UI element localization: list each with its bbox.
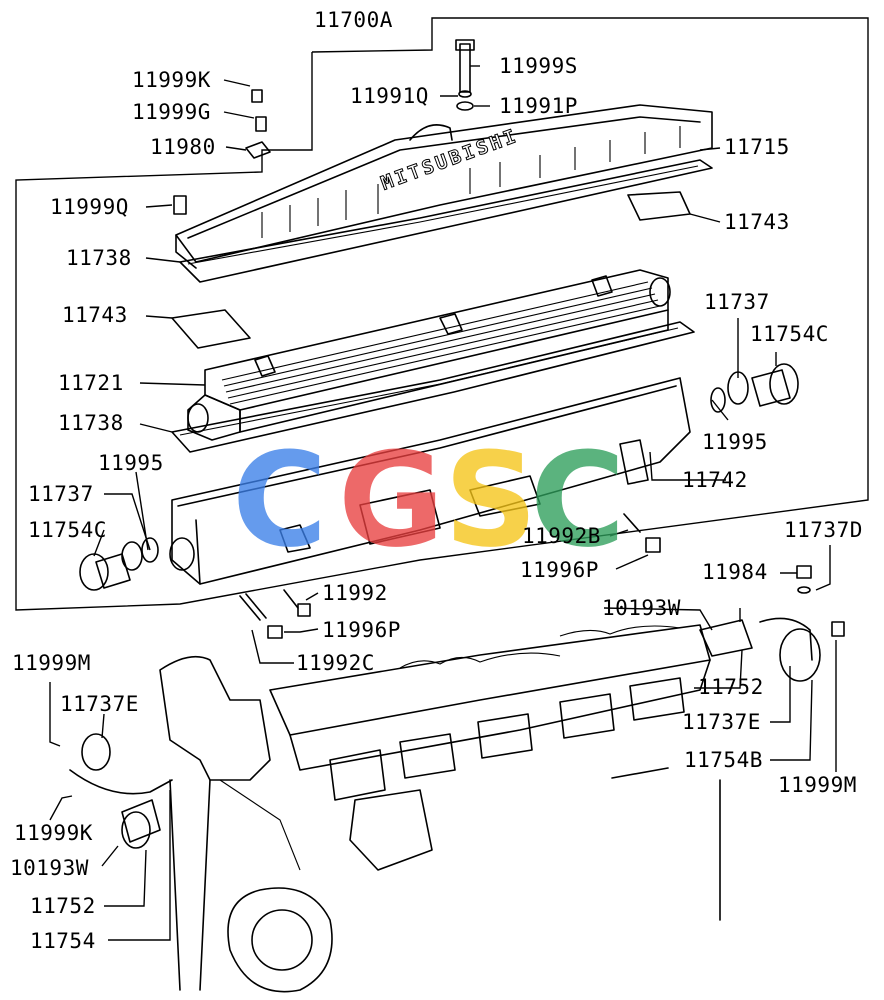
cover-plate-left	[171, 309, 251, 349]
watermark-letter-c1: C	[232, 424, 327, 576]
left-elbow-connector	[79, 537, 159, 591]
part-label-11738-top[interactable]: 11738	[66, 246, 132, 270]
top-bolts	[173, 39, 475, 215]
part-label-11737E-left[interactable]: 11737E	[60, 692, 139, 716]
leader-lines	[49, 65, 837, 941]
part-label-11992B[interactable]: 11992B	[522, 524, 601, 548]
part-label-11738-mid[interactable]: 11738	[58, 411, 124, 435]
watermark: C G S C	[232, 424, 625, 576]
right-elbow-connector	[710, 363, 799, 413]
cover-plate-right	[627, 191, 691, 221]
intercooler-top-cover	[175, 104, 713, 269]
assembly-boundary-line	[15, 17, 869, 611]
part-label-10193W-left[interactable]: 10193W	[10, 856, 89, 880]
part-label-11743-left[interactable]: 11743	[62, 303, 128, 327]
part-label-11996P-right[interactable]: 11996P	[520, 558, 599, 582]
part-label-11721[interactable]: 11721	[58, 371, 124, 395]
exhaust-manifold	[269, 624, 711, 801]
lower-gasket	[171, 321, 695, 453]
part-label-11991Q[interactable]: 11991Q	[350, 84, 429, 108]
water-pipe-assembly	[69, 617, 821, 849]
part-label-11742[interactable]: 11742	[682, 468, 748, 492]
part-label-11995-left[interactable]: 11995	[98, 451, 164, 475]
part-label-11992C[interactable]: 11992C	[296, 651, 375, 675]
part-label-11737-left[interactable]: 11737	[28, 482, 94, 506]
part-label-11999Q[interactable]: 11999Q	[50, 195, 129, 219]
part-label-11996P-left[interactable]: 11996P	[322, 618, 401, 642]
part-label-11737D[interactable]: 11737D	[784, 518, 863, 542]
part-label-11737-right[interactable]: 11737	[704, 290, 770, 314]
part-label-11754[interactable]: 11754	[30, 929, 96, 953]
watermark-letter-s: S	[444, 424, 538, 576]
intercooler-lower-case	[169, 377, 691, 585]
top-gasket	[179, 159, 713, 283]
part-label-11980[interactable]: 11980	[150, 135, 216, 159]
watermark-letter-g: G	[338, 424, 445, 576]
part-label-11999K-bottom[interactable]: 11999K	[14, 821, 93, 845]
part-label-11984[interactable]: 11984	[702, 560, 768, 584]
part-label-11991P[interactable]: 11991P	[499, 94, 578, 118]
part-label-11743-right[interactable]: 11743	[724, 210, 790, 234]
part-label-11754C-right[interactable]: 11754C	[750, 322, 829, 346]
part-label-11999M-right[interactable]: 11999M	[778, 773, 857, 797]
part-label-11999M-left[interactable]: 11999M	[12, 651, 91, 675]
watermark-letter-c2: C	[530, 424, 625, 576]
engine-block	[159, 655, 721, 993]
part-label-11700A[interactable]: 11700A	[314, 8, 393, 32]
part-label-10193W-right[interactable]: 10193W	[602, 596, 681, 620]
part-label-11752-left[interactable]: 11752	[30, 894, 96, 918]
part-label-11752-right[interactable]: 11752	[698, 675, 764, 699]
part-label-11754C-left[interactable]: 11754C	[28, 518, 107, 542]
part-label-11992[interactable]: 11992	[322, 581, 388, 605]
intercooler-core	[187, 269, 671, 441]
part-label-11737E-right[interactable]: 11737E	[682, 710, 761, 734]
part-label-11999S[interactable]: 11999S	[499, 54, 578, 78]
part-label-11995-right[interactable]: 11995	[702, 430, 768, 454]
studs-and-nuts	[239, 513, 845, 639]
part-label-11754B[interactable]: 11754B	[684, 748, 763, 772]
part-label-11999K-top[interactable]: 11999K	[132, 68, 211, 92]
part-label-11715[interactable]: 11715	[724, 135, 790, 159]
part-label-11999G[interactable]: 11999G	[132, 100, 211, 124]
